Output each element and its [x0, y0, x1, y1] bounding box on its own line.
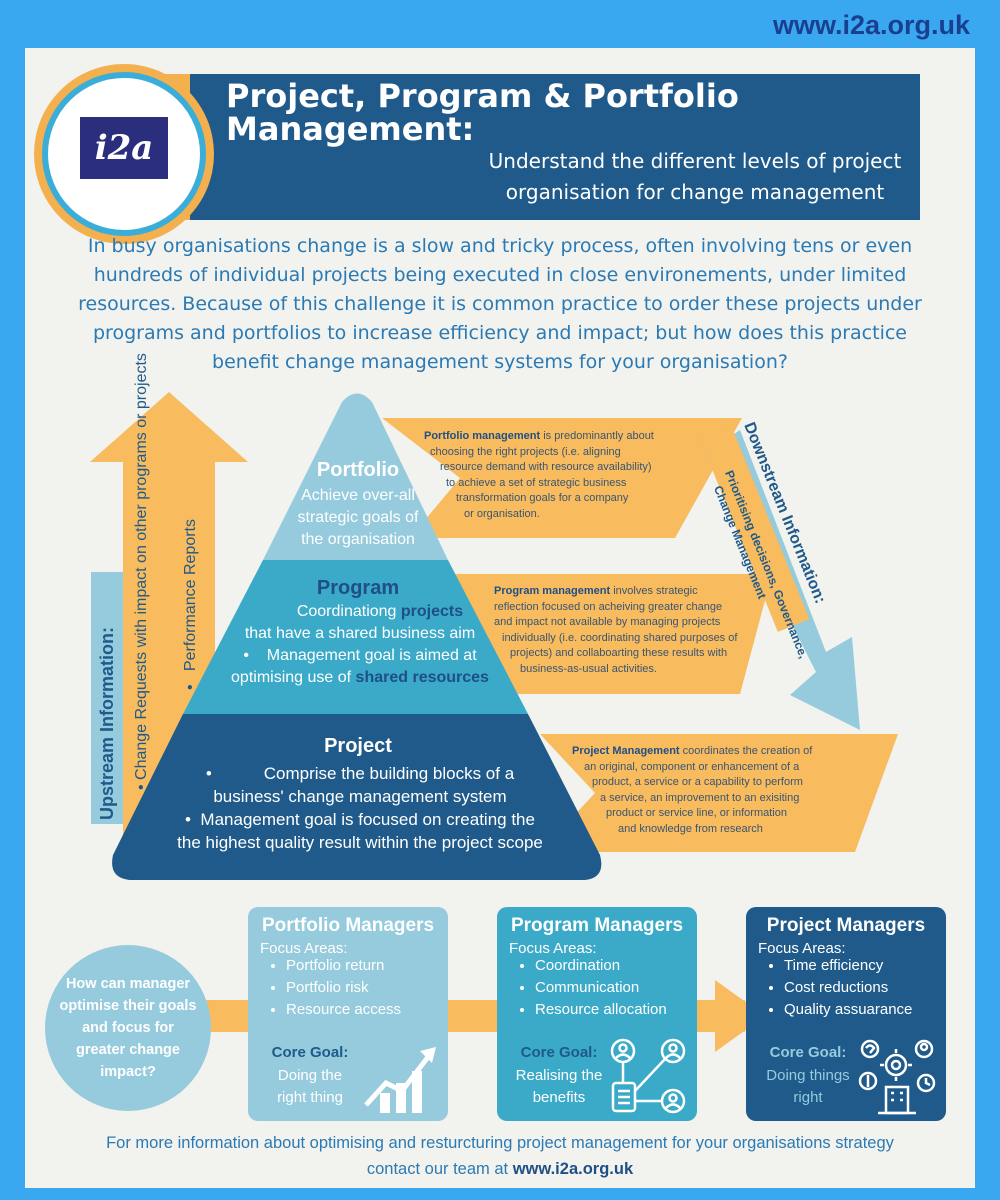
portfolio-managers-card: Portfolio Managers Focus Areas: Portfoli…	[248, 907, 448, 1121]
pyramid-program	[183, 560, 528, 714]
portfolio-desc-line-1: Achieve over-all	[301, 487, 415, 504]
title-line-2: Management:	[226, 110, 475, 148]
project-core-goal: Doing things right	[766, 1067, 850, 1106]
core-goal-label: Core Goal:	[271, 1044, 349, 1061]
page-subtitle: Understand the different levels of proje…	[488, 149, 902, 204]
network-people-icon	[610, 1038, 686, 1114]
focus-areas-label: Focus Areas:	[509, 940, 597, 957]
pyramid-project	[112, 714, 602, 880]
portfolio-note-shape	[382, 418, 742, 538]
program-focus-list: Coordination Communication Resource allo…	[517, 955, 667, 1021]
portfolio-desc-line-2: strategic goals of	[297, 509, 419, 526]
portfolio-desc-line-3: the organisation	[301, 531, 415, 548]
title-line-1: Project, Program & Portfolio	[226, 77, 739, 115]
list-item: Resource allocation	[535, 999, 667, 1021]
project-description: • Comprise the building blocks of a busi…	[140, 762, 580, 854]
project-managers-card: Project Managers Focus Areas: Time effic…	[746, 907, 946, 1121]
core-goal-label: Core Goal:	[520, 1044, 598, 1061]
footer: For more information about optimising an…	[30, 1130, 970, 1182]
list-item: Coordination	[535, 955, 667, 977]
header-band	[150, 74, 920, 220]
gear-building-icon	[858, 1039, 936, 1115]
project-title: Project	[324, 735, 392, 757]
list-item: Quality assuarance	[784, 999, 912, 1021]
program-desc-line-3: • Management goal is aimed at	[243, 647, 477, 664]
program-title: Program	[316, 577, 400, 599]
program-core-goal: Realising the benefits	[515, 1067, 603, 1106]
list-item: Communication	[535, 977, 667, 999]
list-item: Cost reductions	[784, 977, 912, 999]
portfolio-management-note: Portfolio management is predominantly ab…	[424, 430, 654, 520]
core-goal-label: Core Goal:	[769, 1044, 847, 1061]
portfolio-description: Achieve over-all strategic goals of the …	[258, 485, 458, 551]
intro-paragraph: In busy organisations change is a slow a…	[78, 235, 922, 373]
project-note-shape	[540, 734, 898, 852]
growth-chart-icon	[364, 1047, 436, 1113]
program-managers-title: Program Managers	[510, 915, 684, 936]
list-item: Portfolio risk	[286, 977, 401, 999]
program-management-note: Program management involves strategic re…	[494, 585, 738, 675]
portfolio-core-goal: Doing the right thing	[277, 1067, 343, 1106]
footer-line-1: For more information about optimising an…	[106, 1134, 894, 1152]
program-desc-line-4: optimising use of shared resources	[231, 669, 489, 686]
project-management-note: Project Management coordinates the creat…	[572, 745, 813, 835]
list-item: Time efficiency	[784, 955, 912, 977]
portfolio-managers-title: Portfolio Managers	[261, 915, 435, 936]
focus-areas-label: Focus Areas:	[260, 940, 348, 957]
question-text: How can manager optimise their goals and…	[59, 976, 197, 1080]
project-desc-line-2: business' change management system	[213, 787, 507, 806]
portfolio-title: Portfolio	[316, 459, 400, 481]
project-desc-line-4: the highest quality result within the pr…	[177, 833, 543, 852]
program-note-shape	[440, 574, 772, 694]
i2a-logo: i2a	[80, 117, 168, 179]
program-desc-line-2: that have a shared business aim	[244, 625, 476, 642]
program-desc-line-1: Coordinationg projects	[296, 603, 464, 620]
upstream-bullet-performance-reports: • Performance Reports	[182, 519, 199, 690]
question-circle: How can manager optimise their goals and…	[45, 945, 211, 1111]
upstream-label: Upstream Information:	[97, 626, 117, 820]
project-desc-line-3: • Management goal is focused on creating…	[185, 810, 535, 829]
project-desc-line-1: • Comprise the building blocks of a	[205, 764, 515, 783]
website-url-top[interactable]: www.i2a.org.uk	[772, 10, 970, 40]
focus-areas-label: Focus Areas:	[758, 940, 846, 957]
upstream-label-box	[91, 572, 123, 824]
pyramid-portfolio	[263, 393, 448, 560]
list-item: Portfolio return	[286, 955, 401, 977]
downstream-label-box	[699, 426, 810, 632]
project-managers-title: Project Managers	[766, 915, 926, 936]
program-managers-card: Program Managers Focus Areas: Coordinati…	[497, 907, 697, 1121]
bottom-arrow-head	[715, 980, 765, 1052]
footer-line-2: contact our team at www.i2a.org.uk	[366, 1160, 634, 1178]
portfolio-focus-list: Portfolio return Portfolio risk Resource…	[268, 955, 401, 1021]
project-focus-list: Time efficiency Cost reductions Quality …	[766, 955, 912, 1021]
footer-website-link[interactable]: www.i2a.org.uk	[512, 1160, 634, 1178]
program-description: Coordinationg projects that have a share…	[210, 601, 510, 689]
page-title: Project, Program & Portfolio Management:	[226, 80, 739, 146]
upstream-bullet-change-requests: • Change Requests with impact on other p…	[133, 353, 150, 790]
list-item: Resource access	[286, 999, 401, 1021]
